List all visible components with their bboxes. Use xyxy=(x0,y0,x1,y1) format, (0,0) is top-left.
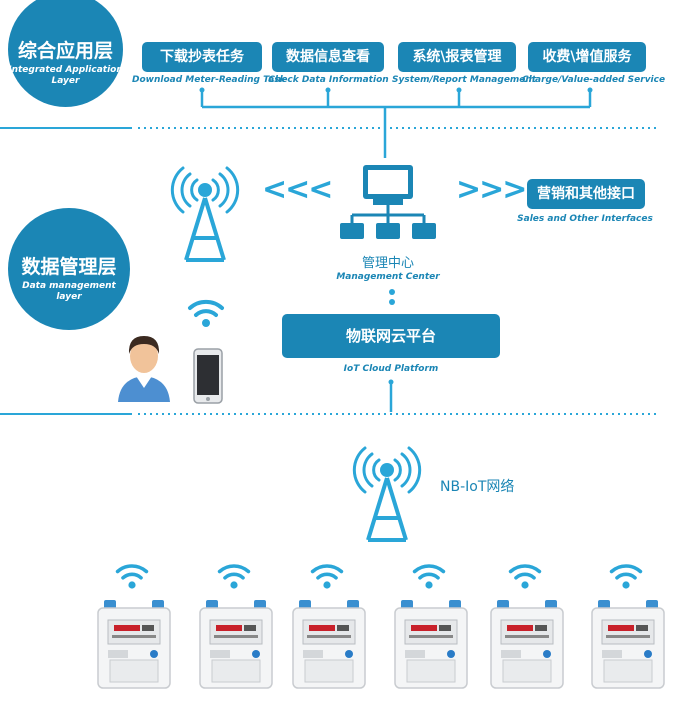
charge-service-button[interactable]: 收费\增值服务 xyxy=(528,42,646,72)
meter-wifi-icon xyxy=(115,564,149,589)
download-task-button[interactable]: 下载抄表任务 xyxy=(142,42,262,72)
gas-meter-icon xyxy=(292,600,366,689)
gas-meter-row xyxy=(0,560,697,710)
gas-meter xyxy=(198,560,274,698)
layer-separator-2 xyxy=(0,413,660,415)
data-management-layer-title: 数据管理层 xyxy=(21,256,117,278)
check-data-button[interactable]: 数据信息查看 xyxy=(272,42,384,72)
meter-wifi-icon xyxy=(310,564,344,589)
gas-meter-icon xyxy=(394,600,468,689)
gas-meter xyxy=(393,560,469,698)
gas-meter-icon xyxy=(97,600,171,689)
charge-service-caption: Charge/Value-added Service xyxy=(522,75,666,85)
smartphone-icon xyxy=(193,348,223,404)
application-layer-subtitle-1: Integrated Application xyxy=(8,65,123,75)
data-management-layer-subtitle-1: Data management xyxy=(22,281,116,291)
download-task-caption: Download Meter-Reading Task xyxy=(132,75,286,85)
gas-meter-icon xyxy=(490,600,564,689)
left-arrows: <<< xyxy=(262,172,333,207)
report-management-caption: System/Report Management xyxy=(392,75,537,85)
user-avatar-icon xyxy=(118,336,170,402)
nbiot-network-label: NB-IoT网络 xyxy=(440,479,515,495)
cloud-to-network-link xyxy=(388,379,394,412)
application-layer-title: 综合应用层 xyxy=(17,40,113,62)
network-computer-icon xyxy=(340,165,436,239)
sales-interface-caption: Sales and Other Interfaces xyxy=(517,214,653,224)
gas-meter xyxy=(590,560,666,698)
sales-interface-button[interactable]: 营销和其他接口 xyxy=(527,179,645,209)
application-connectors xyxy=(199,87,593,158)
meter-wifi-icon xyxy=(508,564,542,589)
gas-meter xyxy=(291,560,367,698)
data-management-layer-badge: 数据管理层 Data management layer xyxy=(8,208,130,330)
iot-cloud-platform-caption: IoT Cloud Platform xyxy=(343,364,439,374)
wifi-icon xyxy=(188,299,224,327)
meter-wifi-icon xyxy=(412,564,446,589)
iot-cloud-platform-button[interactable]: 物联网云平台 xyxy=(282,314,500,358)
management-center-caption: Management Center xyxy=(336,272,440,282)
right-arrows: >>> xyxy=(456,172,527,207)
check-data-caption: Check Data Information xyxy=(268,75,389,85)
data-management-layer-subtitle-2: layer xyxy=(56,292,82,302)
layer-separator-1 xyxy=(0,127,660,129)
gas-meter-icon xyxy=(591,600,665,689)
nbiot-tower-icon xyxy=(352,446,422,542)
application-layer-subtitle-2: Layer xyxy=(51,76,80,86)
application-layer-badge: 综合应用层 Integrated Application Layer xyxy=(8,0,123,107)
meter-wifi-icon xyxy=(217,564,251,589)
management-center-title: 管理中心 xyxy=(361,256,414,271)
gas-meter-icon xyxy=(199,600,273,689)
center-to-cloud-link xyxy=(389,289,395,305)
cell-tower-icon xyxy=(170,166,240,262)
gas-meter xyxy=(96,560,172,698)
report-management-button[interactable]: 系统\报表管理 xyxy=(398,42,516,72)
gas-meter xyxy=(489,560,565,698)
meter-wifi-icon xyxy=(609,564,643,589)
